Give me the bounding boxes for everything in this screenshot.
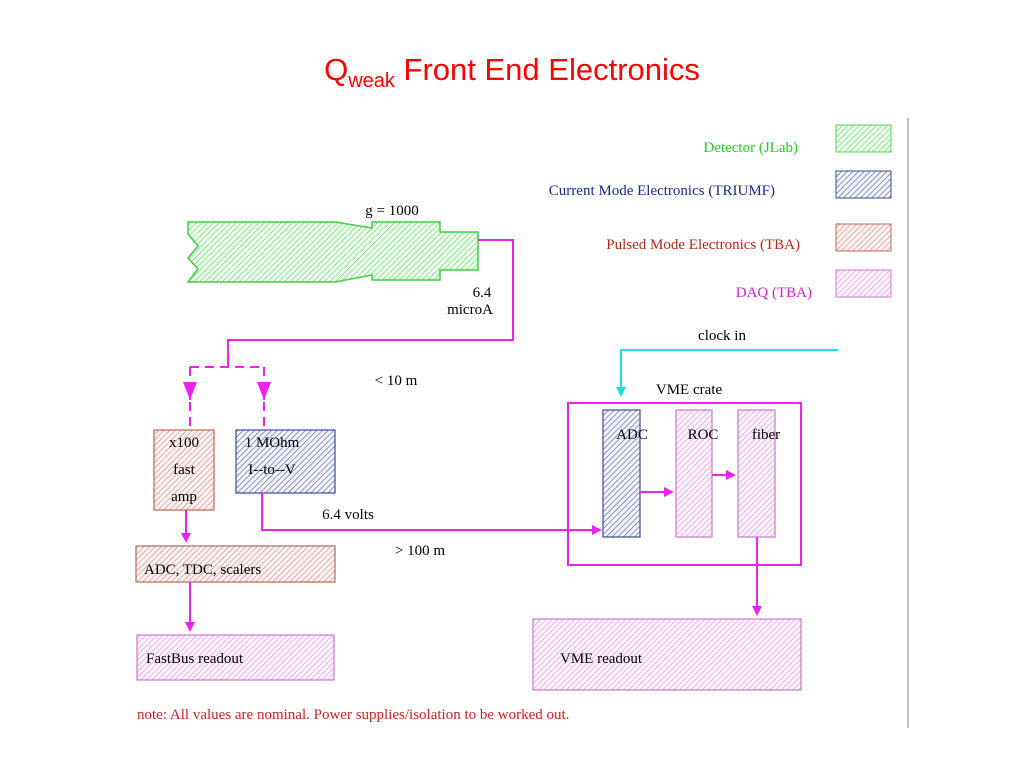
legend-label-current-mode: Current Mode Electronics (TRIUMF) — [549, 183, 775, 199]
clock-in-label: clock in — [698, 328, 746, 344]
volts-label: 6.4 volts — [322, 507, 374, 523]
adc-tdc-scalers-box — [135, 545, 336, 583]
legend-swatch-detector — [835, 124, 892, 153]
vme-fiber-module — [737, 409, 776, 538]
vme-readout-label: VME readout — [560, 651, 643, 667]
clock-in-line — [616, 349, 838, 397]
title-rest: Front End Electronics — [394, 52, 700, 87]
fast-amp-box — [153, 429, 215, 511]
current-unit-label: microA — [447, 302, 493, 318]
fastbus-readout-box — [136, 634, 335, 681]
fast-amp-line-2: fast — [173, 462, 195, 478]
volts-signal-line — [261, 493, 602, 535]
legend-label-detector: Detector (JLab) — [703, 140, 798, 156]
slide-title: Qweak Front End Electronics — [0, 50, 1024, 101]
footnote: note: All values are nominal. Power supp… — [137, 707, 569, 723]
legend-swatch-pulsed-mode — [835, 223, 892, 252]
detector-pmt — [186, 221, 479, 283]
current-value-label: 6.4 — [473, 285, 492, 301]
legend-swatch-current-mode — [835, 170, 892, 199]
fast-amp-line-1: x100 — [169, 435, 199, 451]
vme-adc-label: ADC — [616, 427, 648, 443]
vme-crate-label: VME crate — [656, 382, 723, 398]
vme-crate-box — [567, 402, 802, 566]
title-main: Q — [324, 52, 349, 87]
arrow-to-i-to-v — [257, 382, 271, 400]
fast-amp-line-3: amp — [171, 489, 197, 505]
legend-label-pulsed-mode: Pulsed Mode Electronics (TBA) — [606, 237, 800, 253]
legend-label-daq: DAQ (TBA) — [736, 285, 812, 301]
vme-adc-module — [602, 409, 641, 538]
detector-signal-cable — [227, 239, 514, 367]
i-to-v-line-2: I--to--V — [248, 462, 296, 478]
vme-fiber-label: fiber — [752, 427, 780, 443]
legend-swatch-daq — [835, 269, 892, 298]
i-to-v-box — [235, 429, 336, 494]
adc-tdc-scalers-label: ADC, TDC, scalers — [144, 562, 261, 578]
title-subscript: weak — [348, 70, 395, 92]
legend: Detector (JLab) Current Mode Electronics… — [549, 124, 892, 301]
arrow-to-fast-amp — [183, 382, 197, 400]
distance-long-label: > 100 m — [395, 543, 445, 559]
vme-roc-label: ROC — [688, 427, 719, 443]
gain-label: g = 1000 — [365, 203, 418, 219]
fastbus-readout-label: FastBus readout — [146, 651, 244, 667]
vme-readout-box — [532, 618, 802, 691]
i-to-v-line-1: 1 MOhm — [245, 435, 300, 451]
vme-roc-module — [675, 409, 713, 538]
distance-short-label: < 10 m — [375, 373, 418, 389]
